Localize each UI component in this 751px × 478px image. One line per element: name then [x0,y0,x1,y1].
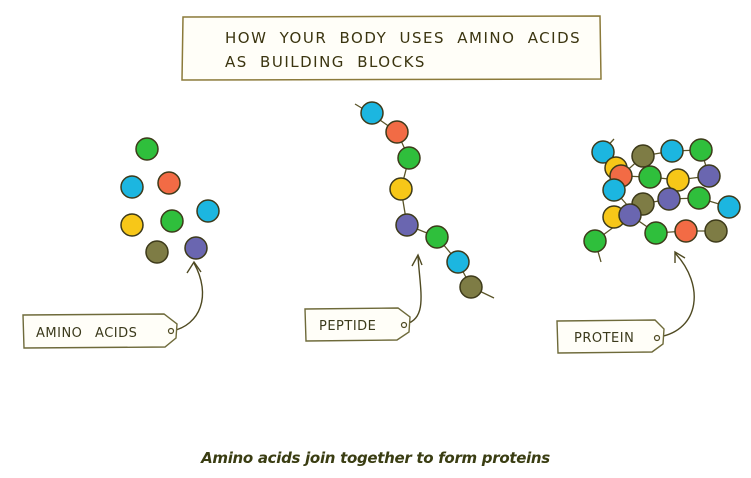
amino-acid-blue-circle [717,195,741,219]
title-line-1: HOW YOUR BODY USES AMINO ACIDS [225,29,581,47]
amino-acid-purple-circle [697,164,721,188]
amino-acid-blue-circle [602,178,626,202]
amino-acid-green-circle [397,146,421,170]
arrow-amino-acids [171,262,204,332]
amino-acid-green-circle [687,186,711,210]
title-line-2: AS BUILDING BLOCKS [225,53,426,71]
amino-acid-green-circle [425,225,449,249]
peptide-backbone [354,103,495,299]
tag-protein: PROTEIN [556,319,665,354]
amino-acid-purple-circle [657,187,681,211]
title-box: HOW YOUR BODY USES AMINO ACIDS AS BUILDI… [181,15,602,81]
amino-acid-orange-circle [674,219,698,243]
tag-amino-acids: AMINO ACIDS [22,313,178,349]
protein-group [583,138,741,253]
amino-acid-green-circle [583,229,607,253]
arrow-protein-head [674,250,686,263]
amino-acid-yellow-circle [120,213,144,237]
amino-acid-blue-circle [360,101,384,125]
arrow-peptide-head [411,253,423,267]
label-protein: PROTEIN [574,331,634,346]
amino-acid-orange-circle [157,171,181,195]
amino-acid-green-circle [135,137,159,161]
amino-acid-olive-circle [459,275,483,299]
amino-acid-olive-circle [704,219,728,243]
amino-acid-blue-circle [591,140,615,164]
amino-acid-blue-circle [446,250,470,274]
amino-acid-yellow-circle [666,168,690,192]
amino-acid-green-circle [638,165,662,189]
amino-acid-purple-circle [184,236,208,260]
arrow-amino-acids-head [186,260,202,274]
arrow-protein [658,252,695,338]
amino-acid-yellow-circle [389,177,413,201]
amino-acids-group [120,137,220,264]
amino-acid-green-circle [689,138,713,162]
amino-acid-green-circle [160,209,184,233]
amino-acid-green-circle [644,221,668,245]
amino-acid-blue-circle [120,175,144,199]
peptide-group [360,101,483,299]
caption: Amino acids join together to form protei… [201,449,550,467]
arrow-peptide [405,255,422,325]
amino-acid-blue-circle [196,199,220,223]
amino-acid-purple-circle [618,203,642,227]
tag-peptide: PEPTIDE [304,307,411,342]
label-peptide: PEPTIDE [319,319,376,334]
amino-acid-purple-circle [395,213,419,237]
label-amino-acids: AMINO ACIDS [36,326,137,341]
amino-acid-orange-circle [385,120,409,144]
amino-acid-olive-circle [145,240,169,264]
amino-acid-olive-circle [631,144,655,168]
amino-acid-blue-circle [660,139,684,163]
